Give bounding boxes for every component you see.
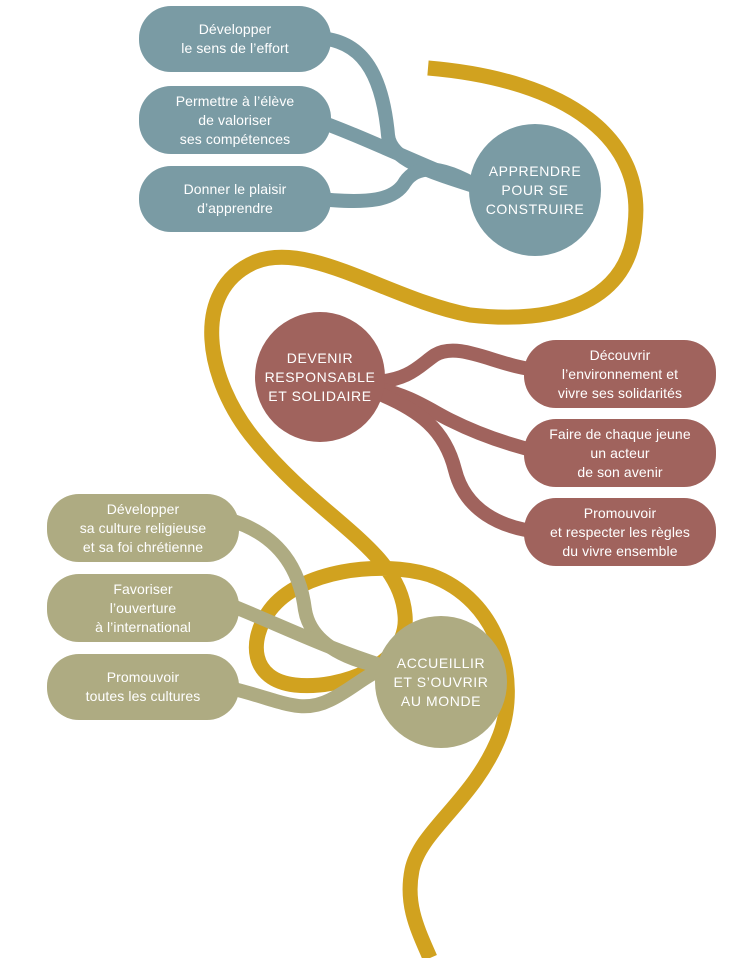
hub-line: ET S’OUVRIR [393, 673, 489, 690]
branch-line: Promouvoir [583, 504, 657, 521]
branch-regles-vivre-ensemble: Promouvoir et respecter les règles du vi… [524, 498, 716, 566]
hub-accueillir: ACCUEILLIR ET S’OUVRIR AU MONDE [375, 616, 507, 748]
branch-line: l’ouverture [109, 599, 177, 616]
branch-line: Découvrir [589, 346, 651, 363]
branch-line: Donner le plaisir [183, 181, 287, 197]
branch-toutes-cultures: Promouvoir toutes les cultures [47, 654, 239, 720]
branch-line: de son avenir [577, 463, 663, 480]
hub-line: CONSTRUIRE [485, 200, 585, 217]
branch-decouvrir-environnement: Découvrir l’environnement et vivre ses s… [524, 340, 716, 408]
branch-permettre-valoriser: Permettre à l’élève de valoriser ses com… [139, 86, 331, 154]
branch-line: de valoriser [198, 111, 272, 128]
branch-line: à l’international [95, 618, 191, 635]
branch-line: l’environnement et [561, 365, 679, 382]
branch-ouverture-international: Favoriser l’ouverture à l’international [47, 574, 239, 642]
connector-effort [311, 31, 487, 195]
connector-regles [368, 385, 547, 539]
connector-plaisir [303, 162, 487, 209]
hub-responsable: DEVENIR RESPONSABLE ET SOLIDAIRE [255, 312, 385, 442]
branch-line: vivre ses solidarités [557, 384, 683, 401]
hub-apprendre: APPRENDRE POUR SE CONSTRUIRE [469, 124, 601, 256]
branches-responsable [368, 343, 547, 539]
branches-accueillir [223, 513, 397, 714]
branch-line: du vivre ensemble [562, 542, 678, 559]
hub-line: APPRENDRE [488, 162, 582, 179]
branch-plaisir-apprendre: Donner le plaisir d’apprendre [139, 166, 331, 232]
connector-cultures [223, 661, 397, 714]
branch-culture-religieuse: Développer sa culture religieuse et sa f… [47, 494, 239, 562]
branch-line: d’apprendre [197, 200, 273, 216]
branch-line: et respecter les règles [549, 523, 691, 540]
hub-line: POUR SE [501, 181, 569, 198]
branch-developper-effort: Développer le sens de l’effort [139, 6, 331, 72]
branch-jeune-acteur: Faire de chaque jeune un acteur de son a… [524, 419, 716, 487]
connector-environnement [368, 343, 547, 389]
hub-line: ET SOLIDAIRE [268, 387, 372, 404]
connector-acteur [368, 381, 547, 459]
hub-line: RESPONSABLE [264, 368, 376, 385]
branch-line: Promouvoir [106, 669, 180, 685]
gold-ribbon [204, 60, 644, 958]
branch-line: Développer [198, 21, 272, 37]
hub-line: AU MONDE [400, 692, 482, 709]
branch-line: Développer [106, 500, 180, 517]
branch-line: le sens de l’effort [181, 40, 289, 56]
branch-line: ses compétences [179, 130, 291, 147]
hub-line: DEVENIR [286, 349, 354, 366]
hub-line: ACCUEILLIR [396, 654, 486, 671]
branches-apprendre [303, 31, 487, 209]
branch-line: Favoriser [113, 580, 173, 597]
branch-line: toutes les cultures [85, 688, 201, 704]
branch-line: Faire de chaque jeune [549, 425, 691, 442]
connector-ouverture [223, 598, 397, 675]
branch-line: et sa foi chrétienne [82, 538, 204, 555]
branch-line: sa culture religieuse [79, 519, 207, 536]
branch-line: Permettre à l’élève [175, 92, 295, 109]
branch-line: un acteur [590, 444, 650, 461]
